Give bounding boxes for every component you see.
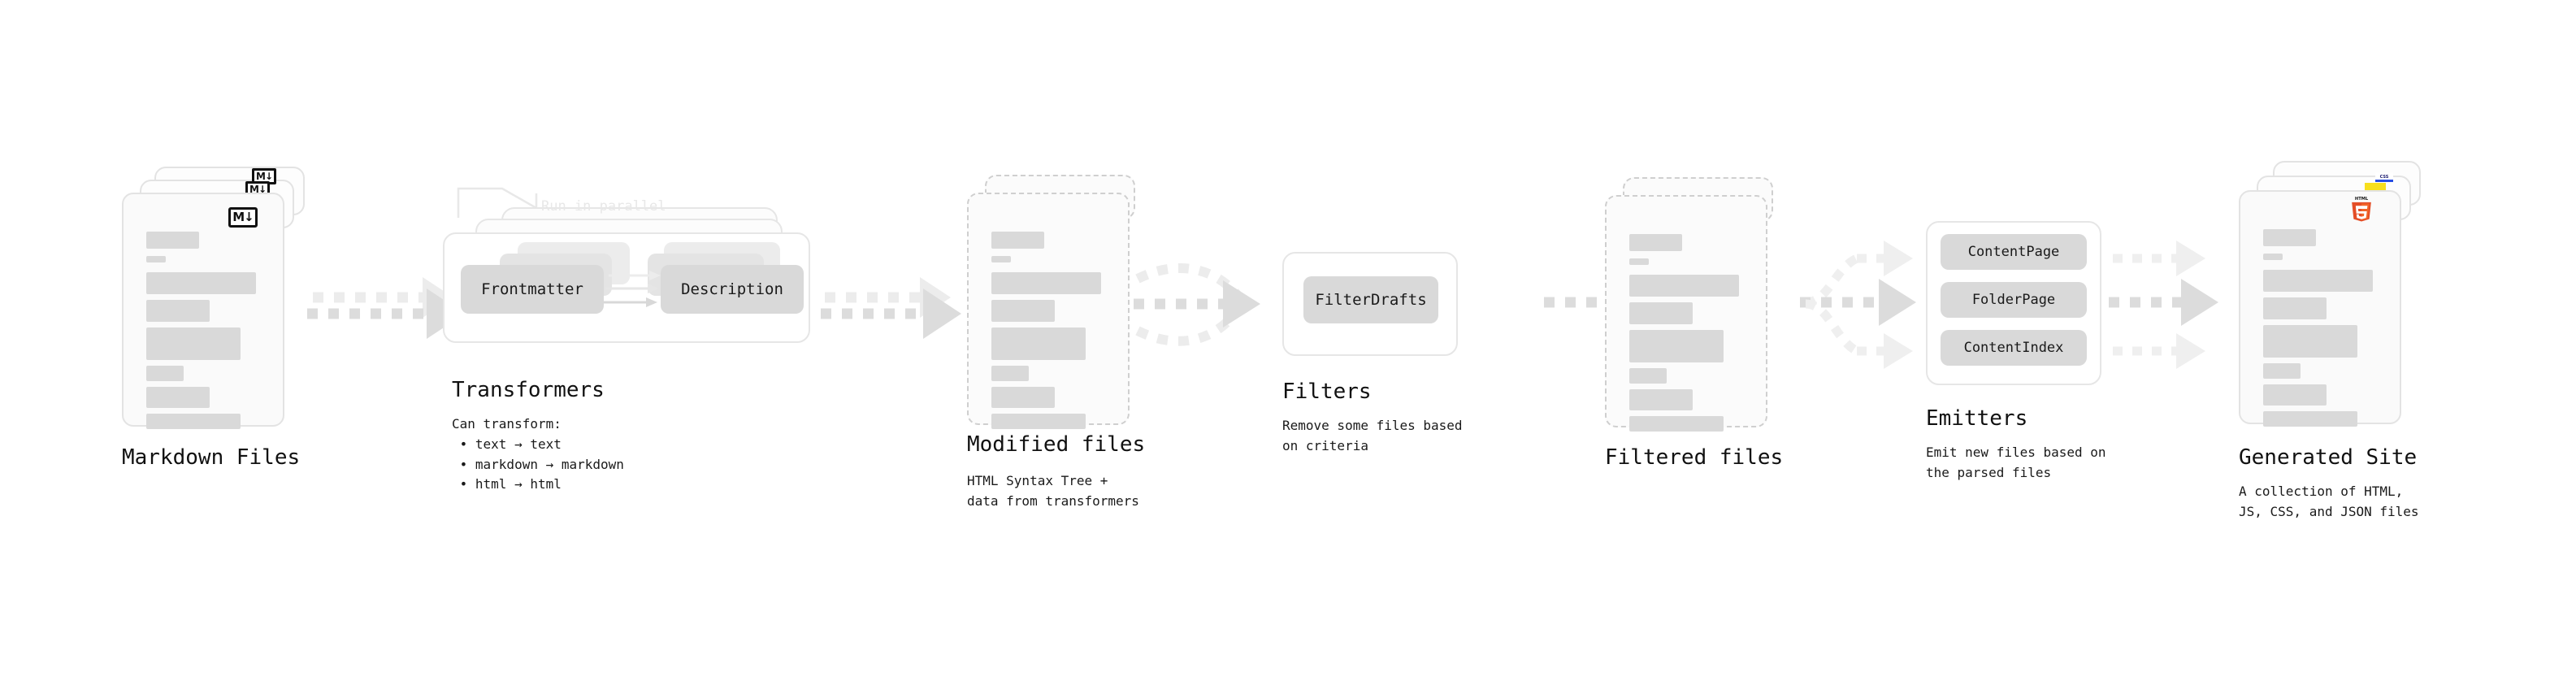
skeleton-line <box>1629 302 1693 324</box>
skeleton-line <box>991 414 1086 429</box>
stage-title-markdown-files: Markdown Files <box>122 445 301 470</box>
doc-sheet-front <box>2239 190 2401 427</box>
skeleton-sub <box>1629 258 1649 265</box>
skeleton-line <box>991 366 1029 381</box>
stage-filtered-files <box>1605 177 1792 432</box>
html5-badge: HTML <box>2352 197 2371 222</box>
css-badge-bar <box>2375 180 2393 182</box>
chip-filterdrafts[interactable]: FilterDrafts <box>1303 276 1438 323</box>
skeleton-line <box>146 300 210 322</box>
stage-subtitle-generated-site: A collection of HTML, JS, CSS, and JSON … <box>2239 484 2419 519</box>
markdown-badge: M↓ <box>228 207 258 228</box>
skeleton-line <box>1629 389 1693 410</box>
stage-title-generated-site: Generated Site <box>2239 445 2418 470</box>
connector-markdown-to-transformers <box>307 277 465 339</box>
skeleton-line <box>1629 416 1724 432</box>
stage-generated-site: CSS HTML <box>2239 161 2442 429</box>
stage-filters: FilterDrafts <box>1282 252 1461 359</box>
stage-emitters: ContentPage FolderPage ContentIndex <box>1926 221 2113 392</box>
skeleton-line <box>2263 411 2357 427</box>
stage-title-modified-files: Modified files <box>967 432 1146 457</box>
markdown-badge-back: M↓ <box>252 168 276 184</box>
stage-title-filtered-files: Filtered files <box>1605 445 1784 470</box>
skeleton-line <box>991 327 1086 360</box>
doc-sheet-front <box>122 193 284 429</box>
chip-frontmatter[interactable]: Frontmatter <box>461 265 604 314</box>
doc-sheet-front <box>967 193 1130 429</box>
skeleton-sub <box>2263 254 2283 260</box>
skeleton-line <box>991 387 1055 408</box>
skeleton-line <box>146 387 210 408</box>
stage-transformers: Frontmatter Description <box>443 207 825 362</box>
skeleton-title <box>146 232 199 249</box>
chip-contentpage[interactable]: ContentPage <box>1941 234 2087 270</box>
skeleton-line <box>2263 363 2301 379</box>
skeleton-title <box>2263 229 2316 246</box>
stage-subtitle-filters: Remove some files based on criteria <box>1282 418 1463 453</box>
skeleton-title <box>991 232 1044 249</box>
skeleton-sub <box>146 256 166 262</box>
stage-title-emitters: Emitters <box>1926 406 2028 431</box>
chip-link-arrows <box>602 271 661 307</box>
css-badge-label: CSS <box>2379 175 2389 180</box>
skeleton-line <box>1629 368 1667 384</box>
stage-title-transformers: Transformers <box>452 378 605 402</box>
connector-filtered-to-emitters <box>1800 241 1916 369</box>
connector-transformers-to-modified <box>821 277 961 339</box>
stage-title-filters: Filters <box>1282 380 1372 404</box>
stage-subtitle-transformers: Can transform: • text → text • markdown … <box>452 416 624 492</box>
doc-sheet-front <box>1605 195 1767 432</box>
skeleton-line <box>146 414 241 429</box>
css-badge: CSS <box>2375 172 2393 182</box>
skeleton-sub <box>991 256 1011 262</box>
stage-modified-files <box>967 175 1154 429</box>
skeleton-line <box>146 272 256 294</box>
skeleton-line <box>1629 330 1724 362</box>
chip-folderpage[interactable]: FolderPage <box>1941 282 2087 318</box>
skeleton-line <box>991 272 1101 294</box>
chip-description[interactable]: Description <box>661 265 804 314</box>
chip-contentindex[interactable]: ContentIndex <box>1941 330 2087 366</box>
skeleton-line <box>2263 325 2357 358</box>
stage-subtitle-modified-files: HTML Syntax Tree + data from transformer… <box>967 473 1139 509</box>
skeleton-title <box>1629 234 1682 251</box>
stage-markdown-files: M↓ M↓ M↓ <box>122 167 317 429</box>
skeleton-line <box>146 366 184 381</box>
svg-text:HTML: HTML <box>2355 197 2369 202</box>
skeleton-line <box>991 300 1055 322</box>
stage-subtitle-emitters: Emit new files based on the parsed files <box>1926 445 2106 480</box>
connector-emitters-to-site <box>2109 241 2218 369</box>
skeleton-line <box>2263 384 2327 406</box>
skeleton-line <box>146 327 241 360</box>
skeleton-line <box>2263 270 2373 292</box>
skeleton-line <box>1629 275 1739 297</box>
parallel-annotation: Run in parallel <box>541 198 666 215</box>
skeleton-line <box>2263 297 2327 319</box>
